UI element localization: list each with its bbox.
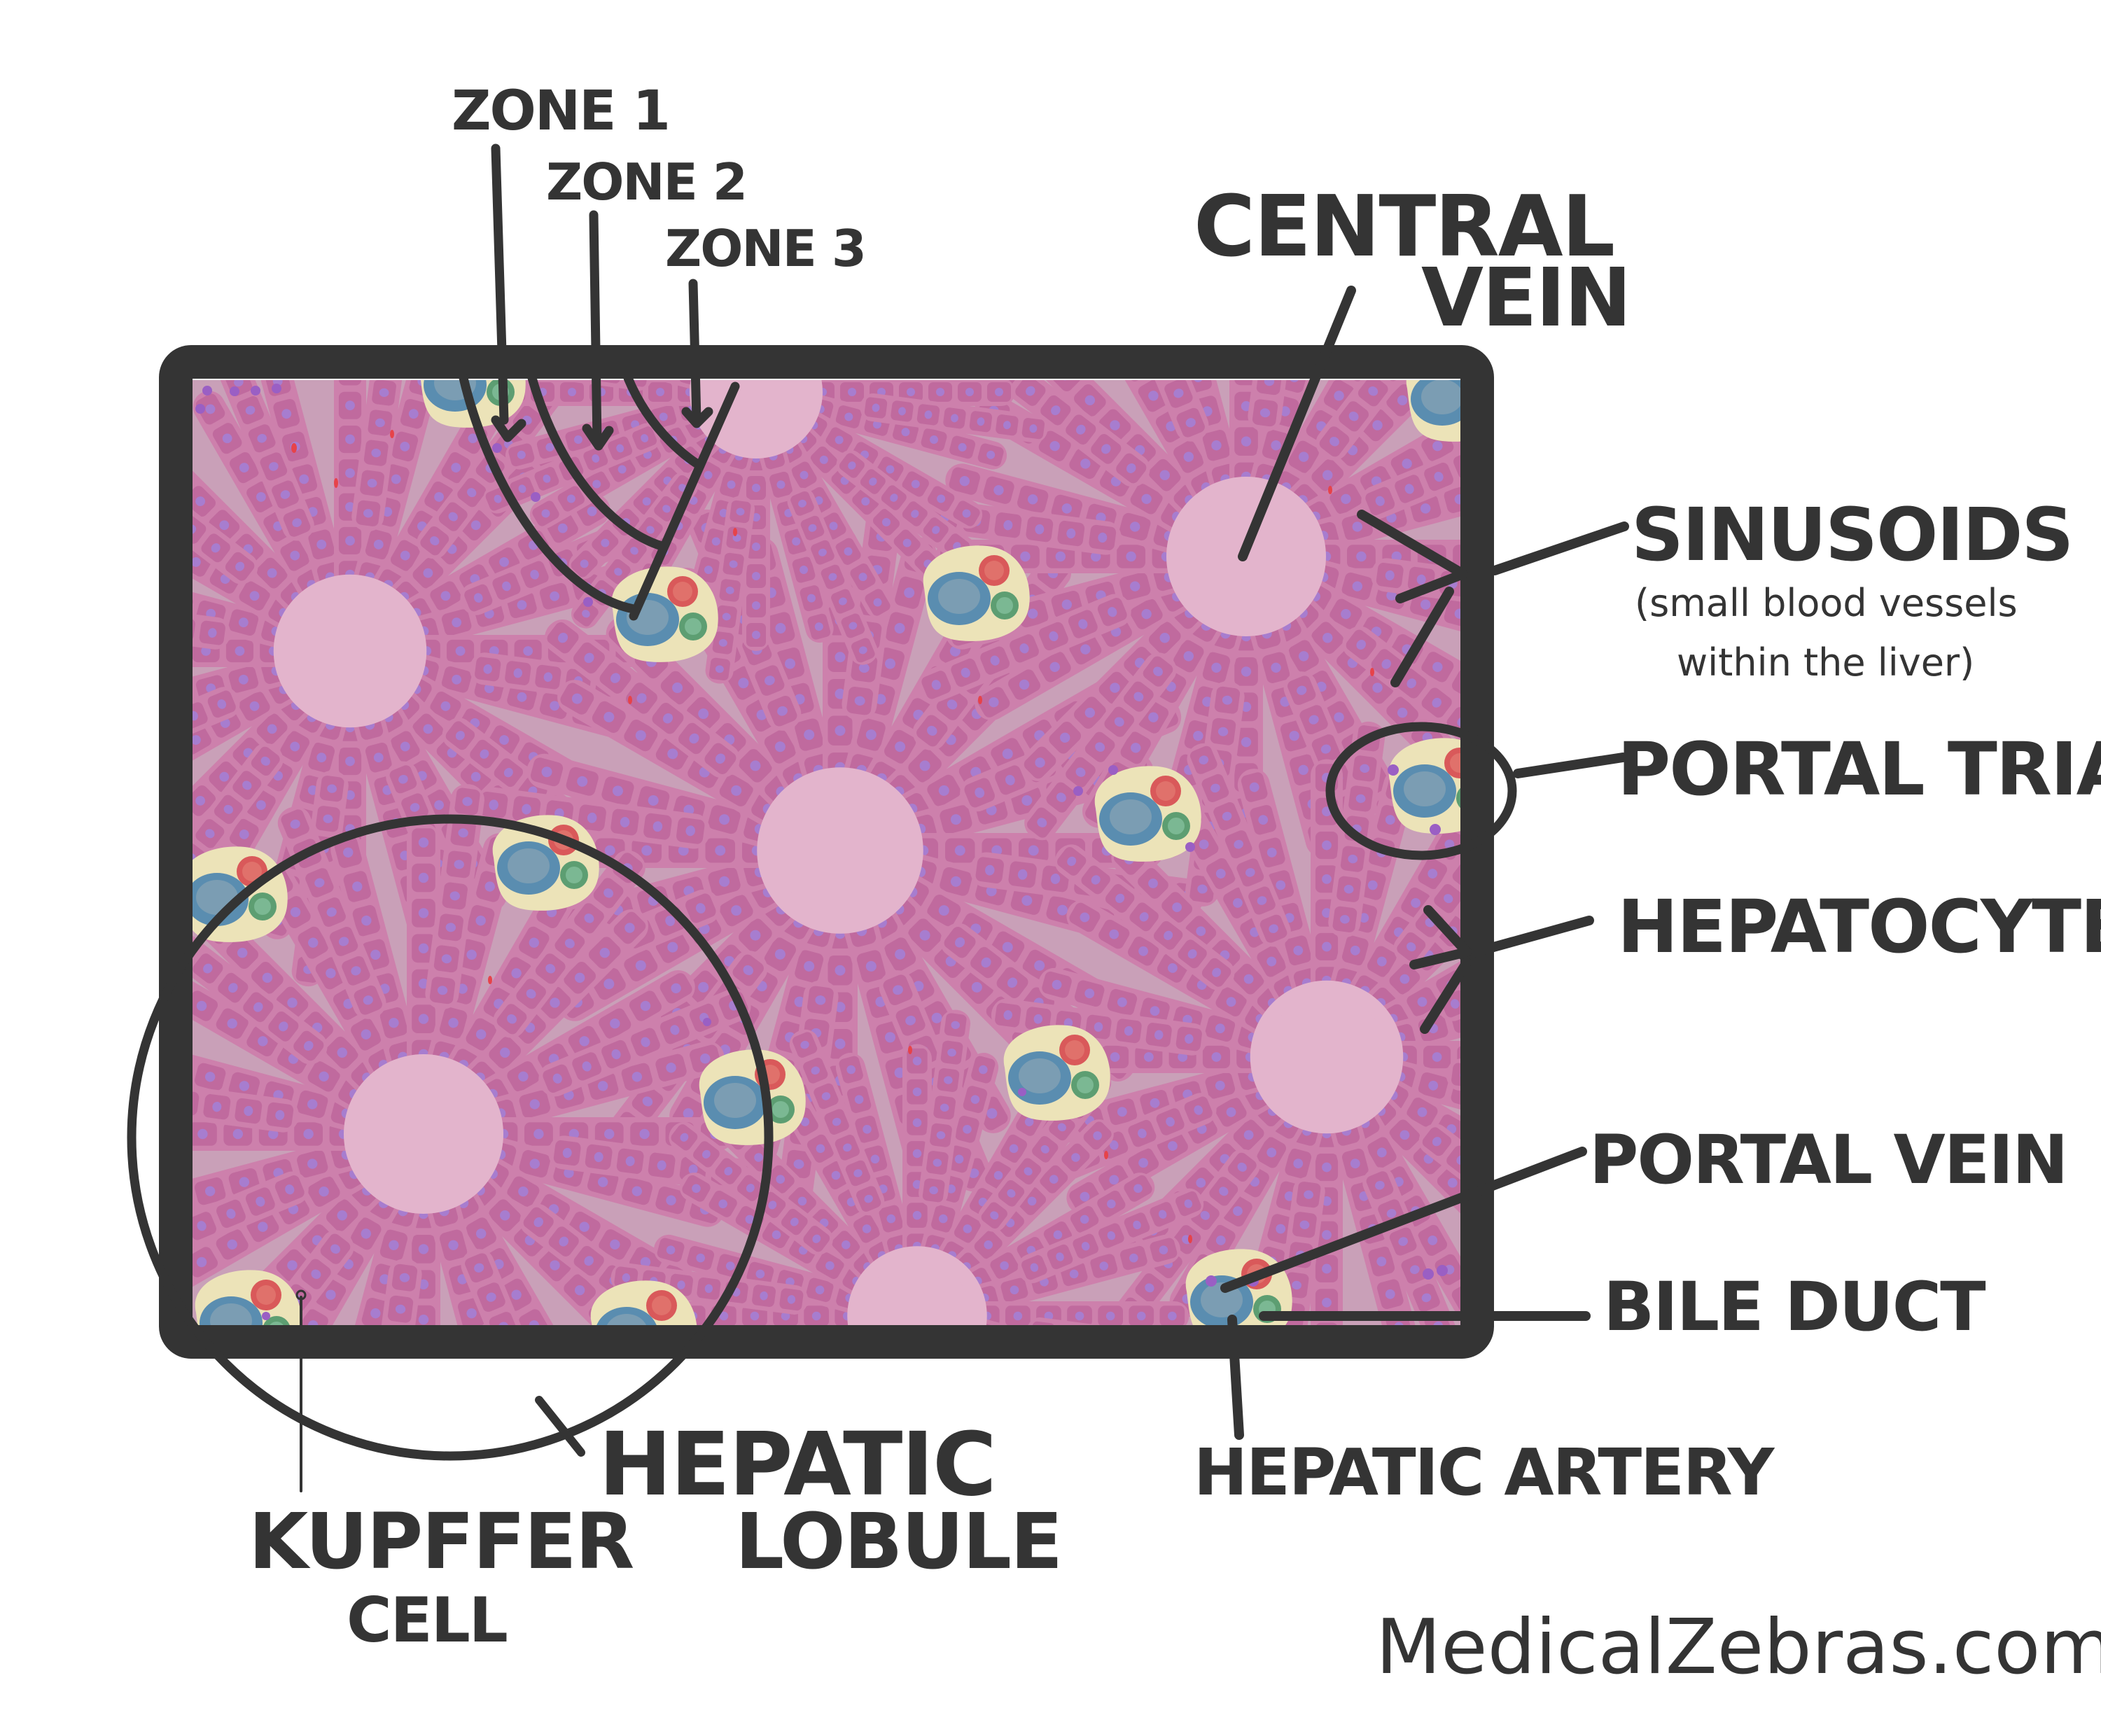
central-vein — [362, 1072, 485, 1196]
red-blood-cells — [291, 430, 1374, 1243]
leader-lines — [127, 286, 1629, 1492]
label-sinusoids: SINUSOIDS — [1631, 492, 2072, 578]
portal-triad — [923, 545, 1030, 641]
label-central-vein-line2: VEIN — [1421, 251, 1631, 345]
portal-triad — [1003, 1025, 1110, 1121]
label-zone-2: ZONE 2 — [546, 153, 746, 211]
label-zone-1: ZONE 1 — [452, 80, 669, 143]
label-central-vein-2: VEIN — [1421, 251, 1631, 345]
label-central-vein: CENTRAL — [1194, 178, 1614, 276]
label-bile-duct: BILE DUCT — [1603, 1268, 1985, 1346]
brand-watermark: MedicalZebras.com — [1376, 1604, 2101, 1691]
label-kupffer-cell-1: KUPFFER — [249, 1497, 634, 1586]
label-hepatic-artery: HEPATIC ARTERY — [1194, 1435, 1775, 1510]
zone-indicators — [459, 144, 740, 621]
portal-triad — [193, 846, 288, 942]
label-kupffer-cell-2: CELL — [347, 1584, 507, 1656]
label-sinusoids-note-1: (small blood vessels — [1635, 581, 2018, 625]
label-zone-3: ZONE 3 — [665, 219, 865, 278]
portal-triad — [611, 566, 718, 662]
slide-frame — [159, 345, 1494, 1359]
central-vein — [286, 587, 414, 715]
label-portal-triad: PORTAL TRIAD — [1617, 727, 2101, 812]
central-vein — [1265, 995, 1388, 1119]
label-hepatocytes: HEPATOCYTES — [1617, 884, 2101, 969]
portal-triad — [1094, 766, 1201, 862]
label-portal-vein: PORTAL VEIN — [1589, 1121, 2067, 1199]
central-vein — [776, 786, 905, 915]
label-hepatic-lobule-2: LOBULE — [735, 1497, 1061, 1586]
label-hepatic-lobule-1: HEPATIC — [599, 1414, 996, 1516]
label-sinusoids-note-2: within the liver) — [1677, 640, 1974, 685]
portal-triad — [699, 1049, 806, 1145]
label-central-vein-line1: CENTRAL — [1194, 178, 1614, 276]
central-vein — [863, 1261, 972, 1325]
